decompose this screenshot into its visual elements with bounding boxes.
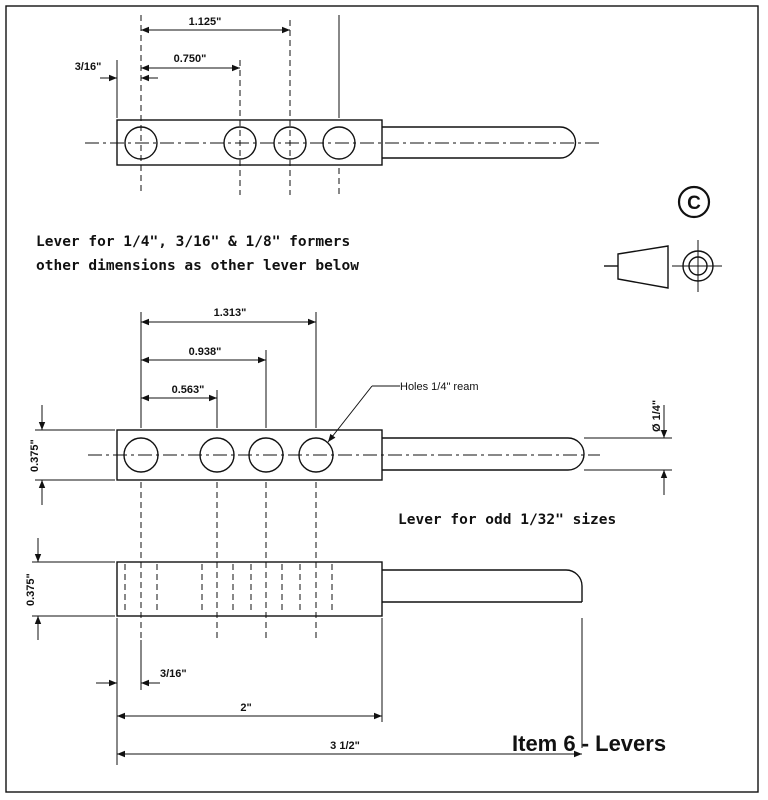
copyright-symbol: C	[677, 185, 711, 219]
top-hole-3	[273, 126, 307, 160]
middle-hole-1	[123, 437, 159, 473]
middle-hole-2	[199, 437, 235, 473]
middle-hole-4	[298, 437, 334, 473]
dim-1313-label: 1.313"	[214, 307, 247, 319]
middle-lever: 1.313" 0.938" 0.563" 0.375" Holes 1/4" r…	[29, 307, 672, 640]
top-hole-2	[223, 126, 257, 160]
length-2-label: 2"	[240, 702, 251, 714]
middle-lever-handle	[382, 437, 585, 471]
holes-label: Holes 1/4" ream	[400, 381, 479, 393]
diameter-label: Ø 1/4"	[651, 400, 663, 432]
top-lever: 1.125" 0.750" 3/16"	[75, 15, 600, 195]
copyright-letter: C	[687, 193, 701, 214]
dim-3-16-label: 3/16"	[75, 61, 102, 73]
length-3-1-2-label: 3 1/2"	[330, 740, 360, 752]
former-icon	[604, 240, 722, 292]
bottom-height-label: 0.375"	[25, 573, 37, 606]
page-border	[5, 5, 759, 793]
dim-0750-label: 0.750"	[174, 53, 207, 65]
dim-0938-label: 0.938"	[189, 346, 222, 358]
top-lever-note-line1: Lever for 1/4", 3/16" & 1/8" formers	[36, 234, 350, 250]
middle-lever-caption: Lever for odd 1/32" sizes	[398, 512, 616, 528]
top-lever-handle	[382, 126, 577, 159]
bottom-edge-label: 3/16"	[160, 668, 187, 680]
top-hole-4	[322, 126, 356, 160]
middle-hole-3	[248, 437, 284, 473]
top-lever-note-line2: other dimensions as other lever below	[36, 258, 359, 274]
middle-height-label: 0.375"	[29, 439, 41, 472]
bottom-lever: 0.375" 3/16" 2" 3 1/2"	[25, 538, 583, 765]
bottom-lever-body	[116, 561, 383, 617]
drawing-title: Item 6 - Levers	[512, 731, 666, 756]
dim-0563-label: 0.563"	[172, 384, 205, 396]
bottom-lever-handle	[382, 569, 583, 602]
dim-1125-label: 1.125"	[189, 16, 222, 28]
